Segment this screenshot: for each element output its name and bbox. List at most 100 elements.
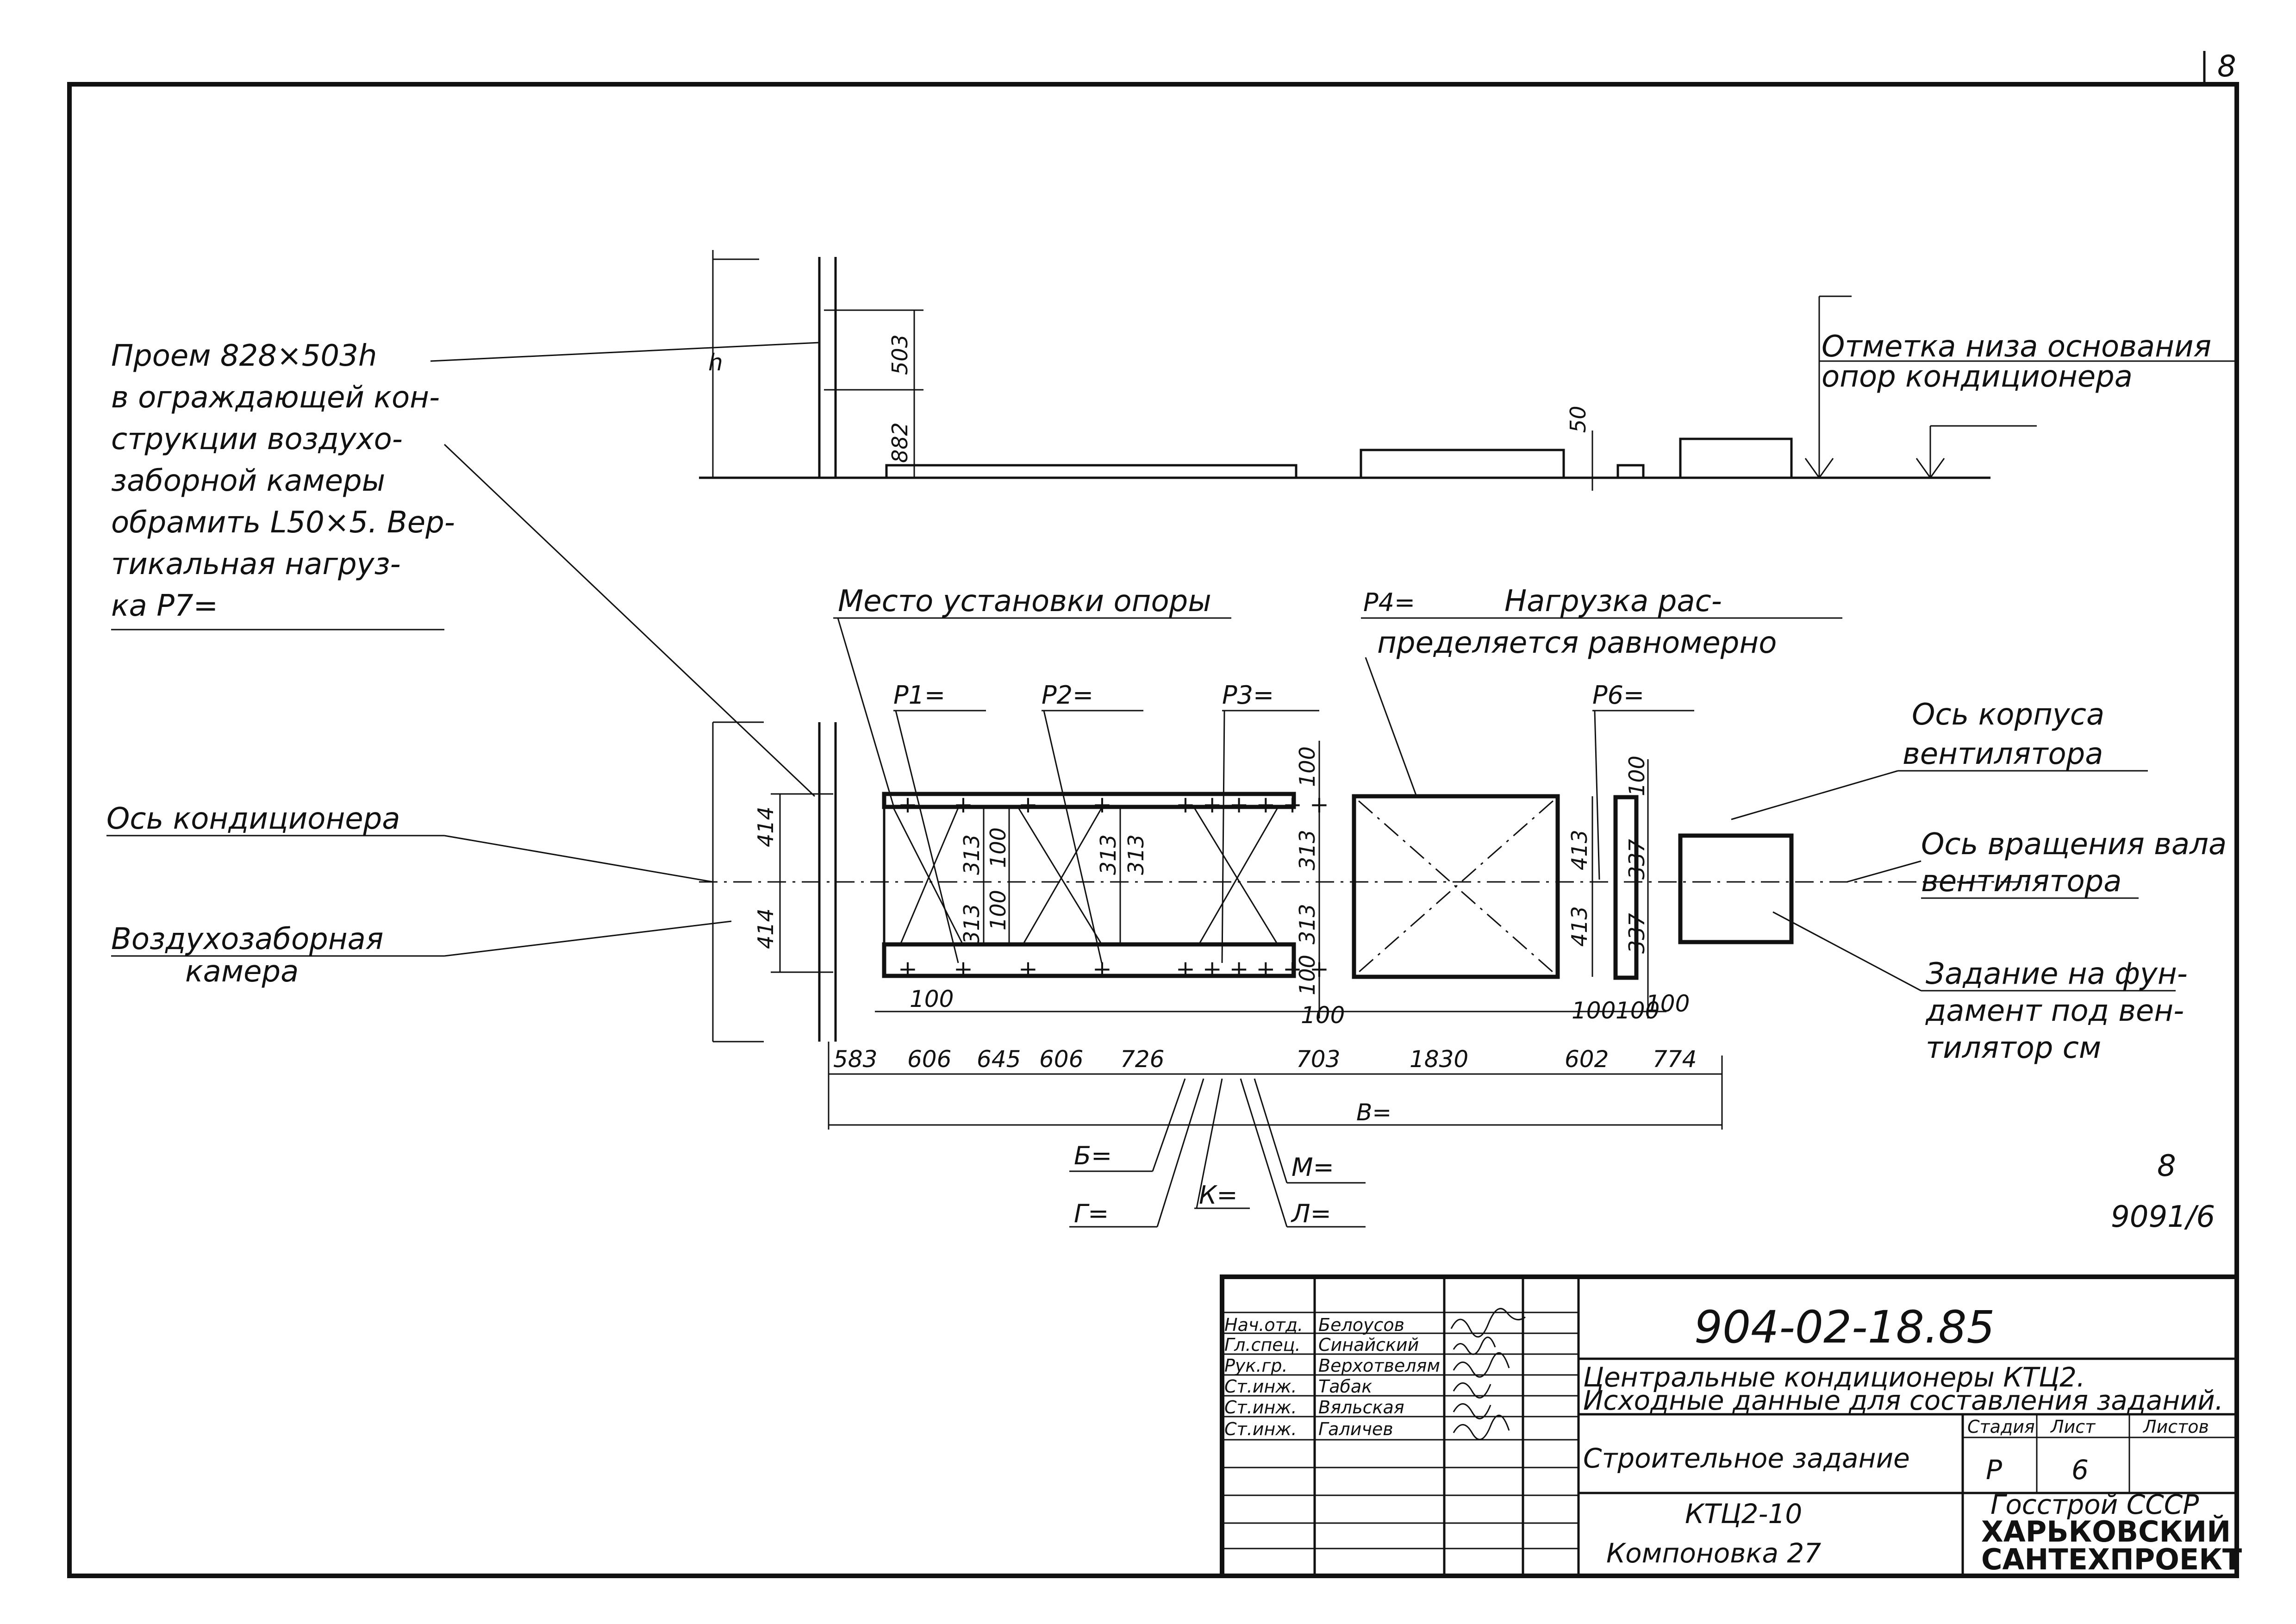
callout-l: Л= [1291,1199,1331,1228]
opening-line6: тикальная нагруз- [111,547,401,581]
base-section-3 [1616,464,1645,479]
fan-body-axis-line2: вентилятора [1903,737,2103,771]
support-mark: + [1018,791,1038,818]
load-p3: P3= [1222,681,1274,710]
dim-100-top: 100 [1295,746,1320,787]
support-mark: + [898,791,917,818]
fan-shaft-axis-leader [1847,860,1922,883]
base-section-1 [885,464,1298,479]
callout-b-leader [1152,1078,1186,1172]
title-block: Нач.отд. Гл.спец. Рук.гр. Ст.инж. Ст.инж… [1220,1274,2242,1578]
support-mark: + [898,956,917,982]
tb-role-5: Ст.инж. [1224,1397,1297,1418]
signature-mark [1453,1415,1510,1440]
fan-shaft-axis-line1: Ось вращения вала [1921,827,2227,862]
support-mark: + + + + + + [1176,791,1329,818]
callout-m-leader [1254,1078,1288,1183]
intake-line2: камера [185,955,299,989]
tb-role-2: Гл.спец. [1224,1335,1301,1355]
dim-414b: 414 [753,908,778,949]
foundation-line3: тилятор см [1926,1031,2101,1065]
dim-total-b: B= [1356,1099,1391,1126]
brace-2b [1022,807,1103,945]
brace-2a [1017,807,1103,945]
base-mark-line1: Отметка низа основания [1822,330,2211,364]
support-mark: + [1092,956,1112,982]
tb-name-6: Галичев [1318,1419,1393,1439]
support-mark: + [1092,791,1112,818]
sheet-frame [67,82,2239,1578]
dim-606a: 606 [907,1046,951,1073]
dim-503: 503 [887,334,912,375]
side-number-top: 8 [2157,1149,2176,1183]
load-p1: P1= [893,681,945,710]
dim-337a: 337 [1624,839,1649,880]
tb-org1: Госстрой СССР [1990,1489,2199,1520]
fan-body-axis-line1: Ось корпуса [1912,698,2104,732]
dim-882: 882 [887,422,912,463]
dim-100-left: 100 [910,986,954,1012]
callout-l-leader [1240,1078,1288,1227]
dim-313-4: 313 [1123,834,1148,875]
level-arrow-2 [1915,458,1945,479]
dim-313-3: 313 [1096,834,1121,875]
callout-b: Б= [1074,1141,1112,1170]
dim-414a: 414 [753,806,778,847]
dim-100-fan-top: 100 [1624,756,1649,796]
support-place-label: Место установки опоры [838,584,1211,618]
signature-mark [1453,1352,1510,1378]
callout-k: К= [1199,1181,1238,1210]
dim-313-1: 313 [959,834,984,875]
opening-line3: струкции воздухо- [111,422,403,456]
signature-mark [1453,1337,1496,1355]
dim-1830: 1830 [1410,1046,1468,1073]
dim-602: 602 [1565,1046,1609,1073]
tb-model: КТЦ2-10 [1685,1498,1802,1530]
brace-3b [1198,807,1279,945]
tb-sheet: 6 [2071,1454,2089,1486]
foundation-line1: Задание на фун- [1926,957,2188,991]
support-mark: + [1018,956,1038,982]
dim-100-r3: 100 [1646,990,1690,1017]
tb-org3: САНТЕХПРОЕКТ [1981,1543,2242,1576]
base-mark-note: Отметка низа основания опор кондиционера [1819,330,2236,394]
dim-606b: 606 [1039,1046,1083,1073]
left-plan-notes: Ось кондиционера Воздухозаборная камера [106,802,732,989]
tb-title-line1: Центральные кондиционеры КТЦ2. [1583,1362,2085,1393]
load-p2: P2= [1042,681,1093,710]
base-section-2 [1360,449,1565,479]
tb-role-1: Нач.отд. [1224,1315,1303,1335]
load-p6-leader [1594,710,1600,880]
support-marks: + + + + + + + + + + + + + + + + + + + + [898,791,1329,982]
callout-m: М= [1292,1153,1334,1182]
dim-645: 645 [977,1046,1021,1073]
tb-role-4: Ст.инж. [1224,1376,1297,1397]
foundation-line2: дамент под вен- [1925,994,2184,1028]
unit-diag-2 [1358,800,1554,973]
unit-block [1352,794,1560,979]
brace-1b [899,807,959,945]
tb-role-6: Ст.инж. [1224,1419,1297,1439]
tb-sheet-head: Лист [2050,1417,2096,1437]
opening-leader-2 [443,443,816,797]
dim-774: 774 [1653,1046,1697,1073]
brace-3a [1193,807,1279,945]
opening-line4: заборной камеры [111,464,385,498]
dim-100-1: 100 [986,827,1011,868]
callout-g-leader [1156,1078,1204,1227]
brace-1a [892,807,964,945]
signature-mark [1450,1308,1526,1338]
tb-title-line2: Исходные данные для составления заданий. [1583,1385,2223,1416]
tb-stage-head: Стадия [1967,1417,2035,1437]
right-plan-notes: Ось корпуса вентилятора Ось вращения вал… [1731,698,2227,1065]
load-p2-leader [1043,710,1103,963]
title-block-frame [1220,1274,2239,1578]
dim-313-5: 313 [1295,830,1320,870]
callout-g: Г= [1074,1199,1109,1228]
p4-leader [1365,657,1417,797]
signature-mark [1453,1403,1491,1419]
dim-413a: 413 [1567,830,1592,870]
support-mark: + [954,956,973,982]
load-p6: P6= [1592,681,1644,710]
